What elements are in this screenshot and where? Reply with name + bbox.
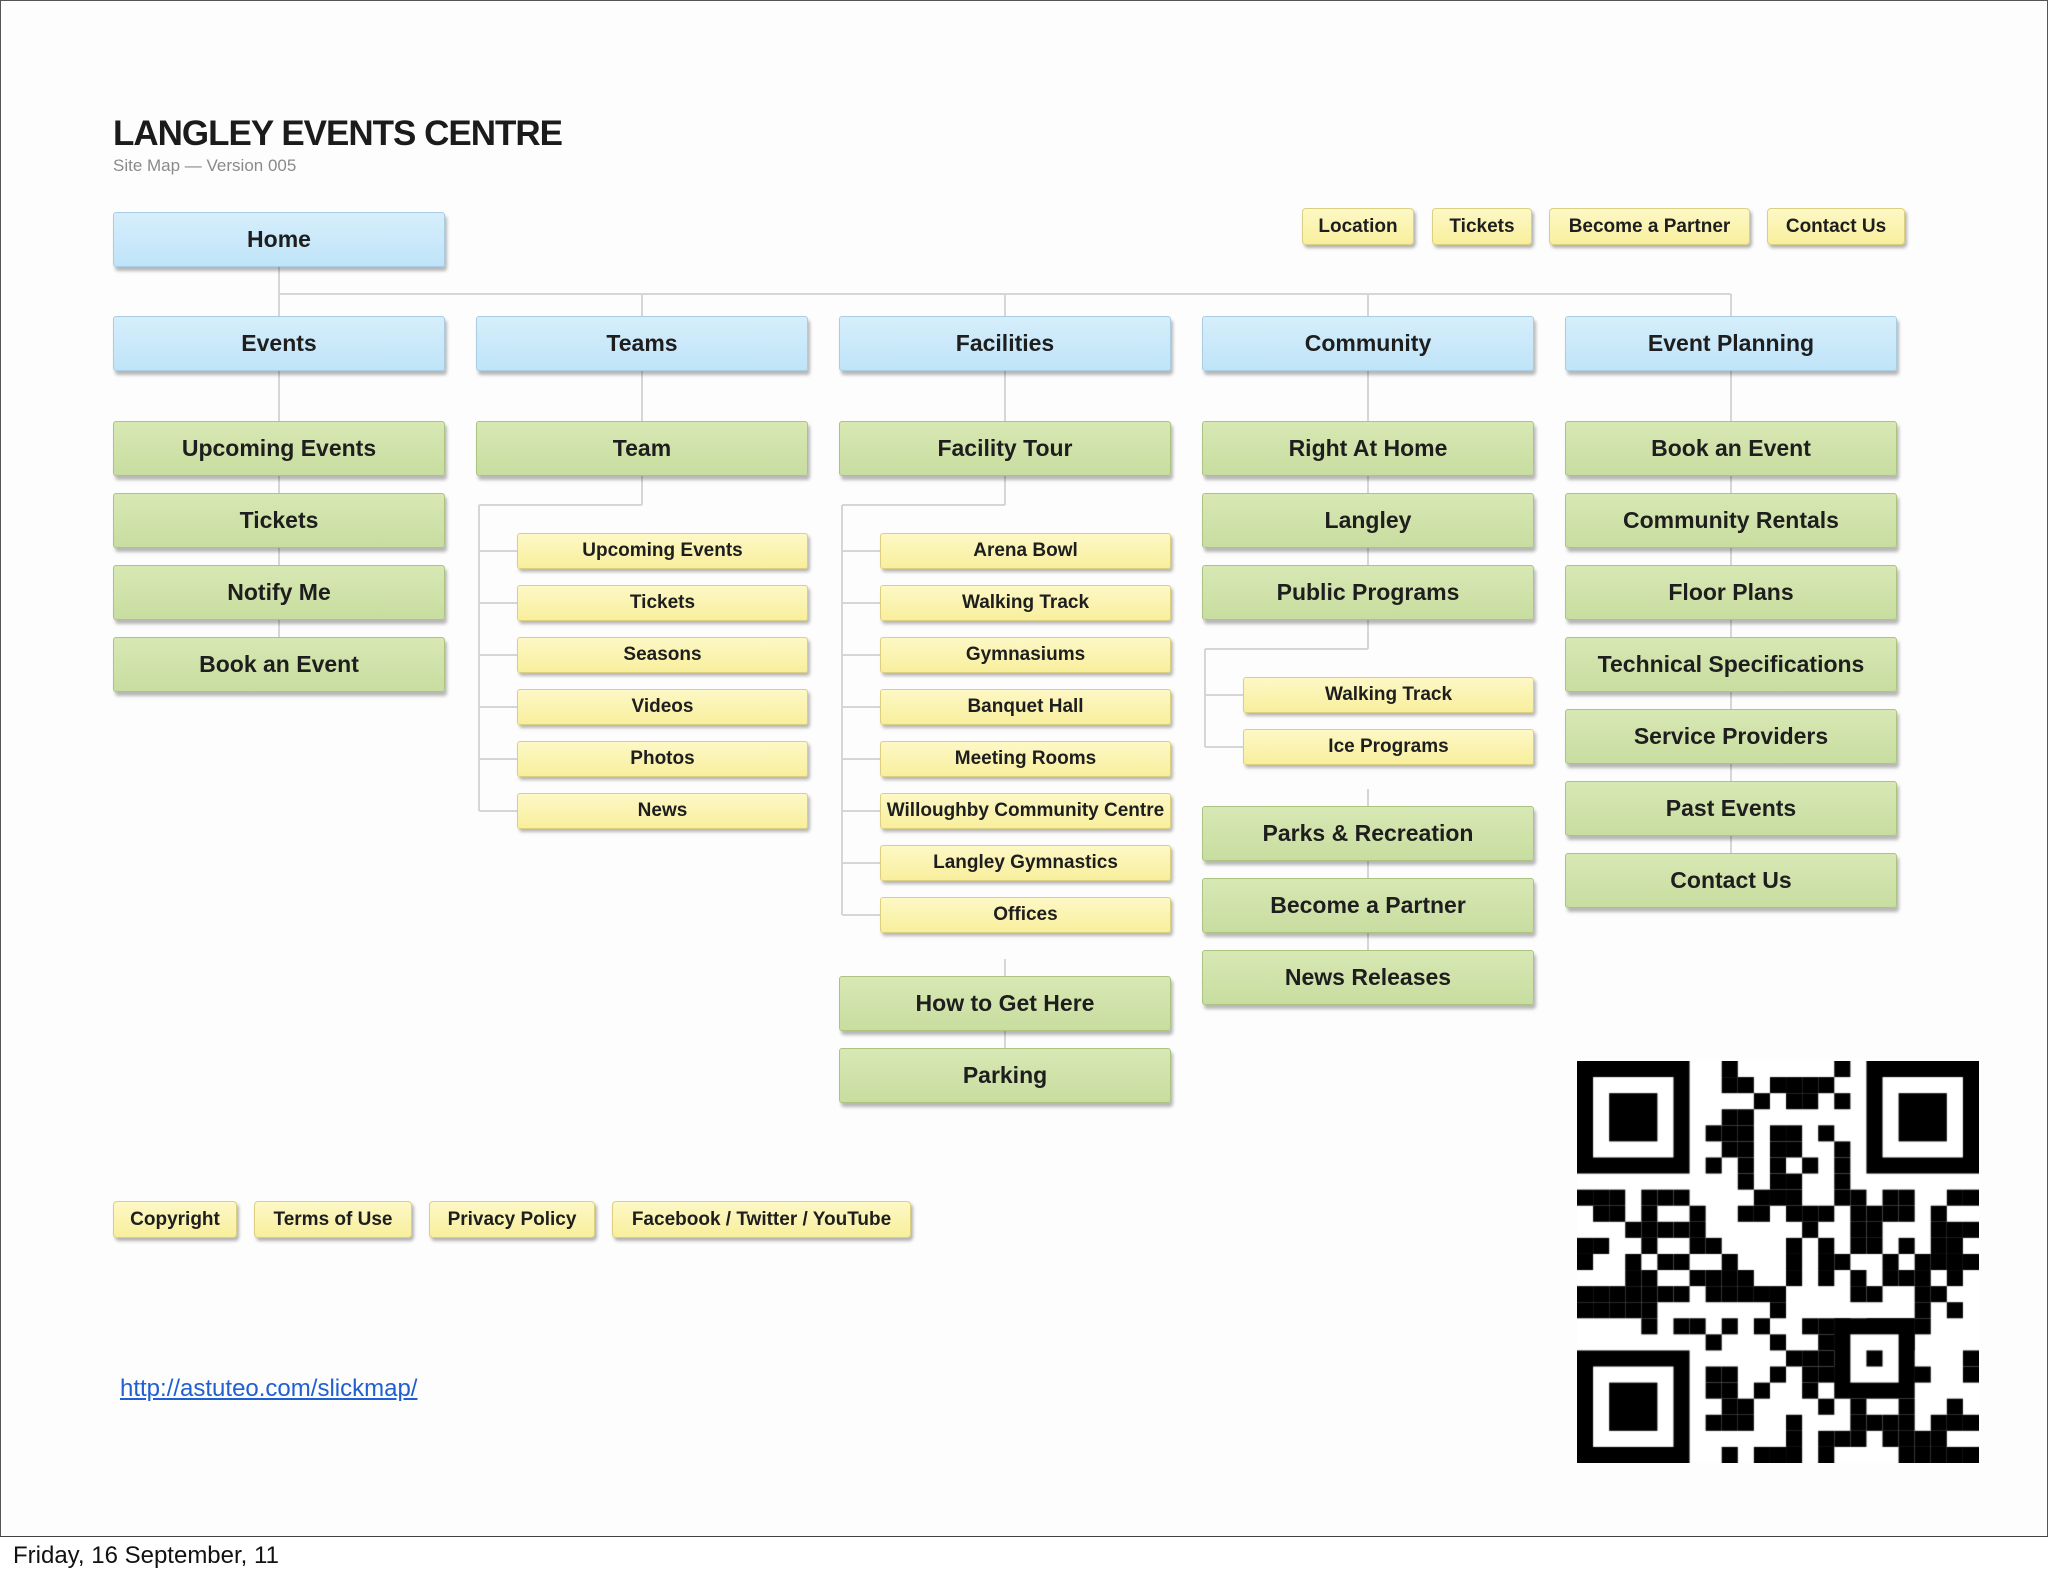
page-right-at-home[interactable]: Right At Home <box>1202 421 1534 476</box>
section-event-planning[interactable]: Event Planning <box>1565 316 1897 371</box>
connector-lines <box>278 267 1732 1048</box>
utility-nav-become-a-partner[interactable]: Become a Partner <box>1549 208 1750 245</box>
page-service-providers[interactable]: Service Providers <box>1565 709 1897 764</box>
page-langley[interactable]: Langley <box>1202 493 1534 548</box>
subpage-facility-arena-bowl[interactable]: Arena Bowl <box>880 533 1171 569</box>
page-how-to-get-here[interactable]: How to Get Here <box>839 976 1171 1031</box>
page-technical-specifications[interactable]: Technical Specifications <box>1565 637 1897 692</box>
page-title: LANGLEY EVENTS CENTRE <box>113 114 563 153</box>
utility-nav-location[interactable]: Location <box>1302 208 1414 245</box>
subpage-team-tickets[interactable]: Tickets <box>517 585 808 621</box>
subpage-facility-offices[interactable]: Offices <box>880 897 1171 933</box>
subpage-team-upcoming-events[interactable]: Upcoming Events <box>517 533 808 569</box>
page-public-programs[interactable]: Public Programs <box>1202 565 1534 620</box>
subpage-programs-walking-track[interactable]: Walking Track <box>1243 677 1534 713</box>
subpage-facility-banquet-hall[interactable]: Banquet Hall <box>880 689 1171 725</box>
page-notify-me[interactable]: Notify Me <box>113 565 445 620</box>
page-planning-book-an-event[interactable]: Book an Event <box>1565 421 1897 476</box>
subpage-facility-walking-track[interactable]: Walking Track <box>880 585 1171 621</box>
subpage-team-seasons[interactable]: Seasons <box>517 637 808 673</box>
footer-link-terms-of-use[interactable]: Terms of Use <box>254 1201 412 1238</box>
section-events[interactable]: Events <box>113 316 445 371</box>
footer-divider <box>0 1536 2048 1537</box>
subpage-facility-meeting-rooms[interactable]: Meeting Rooms <box>880 741 1171 777</box>
subpage-facility-gymnasiums[interactable]: Gymnasiums <box>880 637 1171 673</box>
qr-code <box>1577 1061 1979 1463</box>
page-news-releases[interactable]: News Releases <box>1202 950 1534 1005</box>
subpage-programs-ice-programs[interactable]: Ice Programs <box>1243 729 1534 765</box>
section-facilities[interactable]: Facilities <box>839 316 1171 371</box>
section-community[interactable]: Community <box>1202 316 1534 371</box>
page-facility-tour[interactable]: Facility Tour <box>839 421 1171 476</box>
utility-nav-contact-us[interactable]: Contact Us <box>1767 208 1905 245</box>
slide: LANGLEY EVENTS CENTRE Site Map — Version… <box>0 0 2048 1537</box>
subpage-team-photos[interactable]: Photos <box>517 741 808 777</box>
page-subtitle: Site Map — Version 005 <box>113 156 297 175</box>
subpage-team-news[interactable]: News <box>517 793 808 829</box>
page-upcoming-events[interactable]: Upcoming Events <box>113 421 445 476</box>
reference-url-link[interactable]: http://astuteo.com/slickmap/ <box>120 1375 418 1402</box>
subpage-facility-willoughby-community-centre[interactable]: Willoughby Community Centre <box>880 793 1171 829</box>
page-book-an-event[interactable]: Book an Event <box>113 637 445 692</box>
page-team[interactable]: Team <box>476 421 808 476</box>
subpage-team-videos[interactable]: Videos <box>517 689 808 725</box>
page-parking[interactable]: Parking <box>839 1048 1171 1103</box>
subpage-facility-langley-gymnastics[interactable]: Langley Gymnastics <box>880 845 1171 881</box>
footer-link-copyright[interactable]: Copyright <box>113 1201 237 1238</box>
footer-link-privacy-policy[interactable]: Privacy Policy <box>429 1201 595 1238</box>
page-planning-contact-us[interactable]: Contact Us <box>1565 853 1897 908</box>
utility-nav-tickets[interactable]: Tickets <box>1432 208 1532 245</box>
page-parks-recreation[interactable]: Parks & Recreation <box>1202 806 1534 861</box>
footer-link-social[interactable]: Facebook / Twitter / YouTube <box>612 1201 911 1238</box>
page-floor-plans[interactable]: Floor Plans <box>1565 565 1897 620</box>
home-node[interactable]: Home <box>113 212 445 267</box>
page-past-events[interactable]: Past Events <box>1565 781 1897 836</box>
page-community-rentals[interactable]: Community Rentals <box>1565 493 1897 548</box>
page-tickets[interactable]: Tickets <box>113 493 445 548</box>
page-become-a-partner[interactable]: Become a Partner <box>1202 878 1534 933</box>
slide-date: Friday, 16 September, 11 <box>13 1542 279 1569</box>
section-teams[interactable]: Teams <box>476 316 808 371</box>
